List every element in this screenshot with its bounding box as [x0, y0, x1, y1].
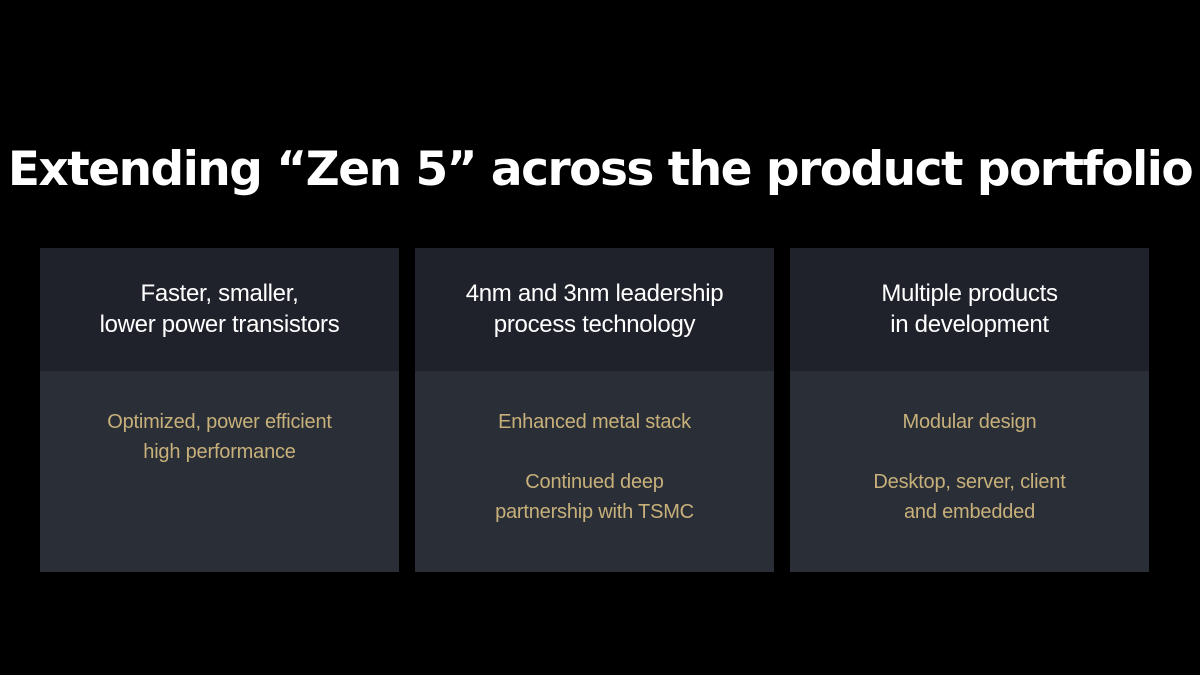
card-point: Continued deep partnership with TSMC: [415, 467, 774, 527]
card-heading-line: Multiple products: [881, 280, 1058, 307]
card-heading-line: lower power transistors: [99, 311, 340, 338]
card-point-line: Modular design: [902, 411, 1037, 433]
card-products: Multiple products in development Modular…: [790, 248, 1149, 572]
card-heading: Faster, smaller, lower power transistors: [40, 278, 399, 340]
card-header: 4nm and 3nm leadership process technolog…: [415, 248, 774, 371]
card-point: Desktop, server, client and embedded: [790, 467, 1149, 527]
card-body: Optimized, power efficient high performa…: [40, 371, 399, 572]
card-heading-line: 4nm and 3nm leadership: [465, 280, 724, 307]
card-heading-line: in development: [890, 311, 1049, 338]
card-point-line: Optimized, power efficient: [107, 411, 332, 433]
card-transistors: Faster, smaller, lower power transistors…: [40, 248, 399, 572]
card-point-line: Continued deep: [525, 471, 664, 493]
card-header: Multiple products in development: [790, 248, 1149, 371]
card-point: Modular design: [790, 407, 1149, 437]
card-heading-line: Faster, smaller,: [140, 280, 299, 307]
card-heading-line: process technology: [493, 311, 696, 338]
card-heading: 4nm and 3nm leadership process technolog…: [415, 278, 774, 340]
card-point-line: partnership with TSMC: [495, 501, 694, 523]
card-row: Faster, smaller, lower power transistors…: [40, 248, 1149, 572]
card-body: Modular design Desktop, server, client a…: [790, 371, 1149, 572]
card-point-line: and embedded: [903, 501, 1036, 523]
card-point: Enhanced metal stack: [415, 407, 774, 437]
card-process-technology: 4nm and 3nm leadership process technolog…: [415, 248, 774, 572]
card-header: Faster, smaller, lower power transistors: [40, 248, 399, 371]
card-point-line: Enhanced metal stack: [498, 411, 691, 433]
slide-title: Extending “Zen 5” across the product por…: [7, 142, 1194, 197]
card-heading: Multiple products in development: [790, 278, 1149, 340]
card-point-line: Desktop, server, client: [873, 471, 1066, 493]
card-body: Enhanced metal stack Continued deep part…: [415, 371, 774, 572]
card-point-line: high performance: [143, 441, 296, 463]
card-point: Optimized, power efficient high performa…: [40, 407, 399, 467]
